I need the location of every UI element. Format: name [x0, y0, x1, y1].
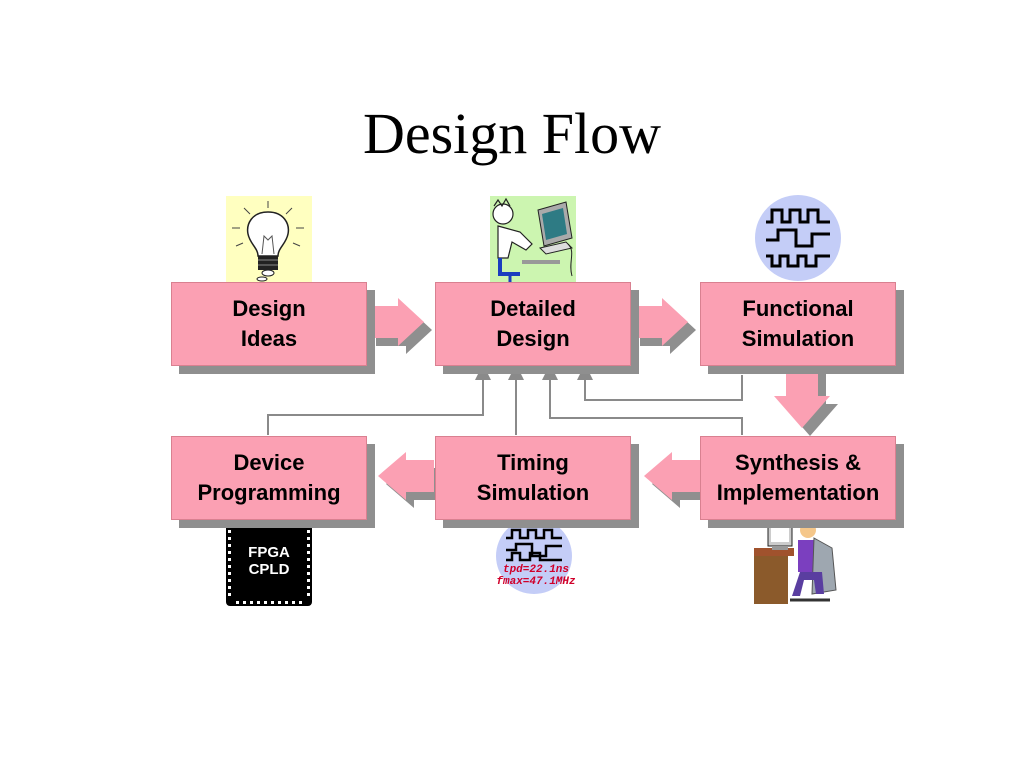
feedback-line-device [267, 364, 491, 435]
arrow-synthesis-to-timing [644, 452, 708, 508]
waveform-icon [755, 195, 841, 281]
box-label-line1: Timing [497, 450, 569, 475]
box-detailed-design: Detailed Design [435, 282, 631, 366]
box-synthesis-implementation: Synthesis & Implementation [700, 436, 896, 520]
timing-waveform-icon [496, 518, 572, 594]
arrow-functional-to-synthesis [774, 366, 838, 436]
box-label-line1: Device [233, 450, 305, 475]
box-label-line2: Programming [197, 480, 341, 505]
lightbulb-icon [226, 196, 312, 282]
chip-label: FPGA CPLD [228, 544, 310, 578]
box-label-line2: Implementation [716, 480, 880, 505]
slide-title: Design Flow [362, 101, 662, 166]
timing-values: tpd=22.1ns fmax=47.1MHz [494, 564, 578, 588]
box-label-line1: Design [232, 296, 306, 321]
box-timing-simulation: Timing Simulation [435, 436, 631, 520]
box-device-programming: Device Programming [171, 436, 367, 520]
chip-label-line1: FPGA [248, 544, 290, 561]
fmax-value: fmax=47.1MHz [496, 576, 576, 588]
arrow-ideas-to-detailed [368, 298, 432, 354]
engineer-at-computer-icon [490, 196, 576, 282]
box-label-line1: Synthesis & [735, 450, 861, 475]
box-label-line2: Design [496, 326, 570, 351]
box-label-line1: Functional [742, 296, 854, 321]
tpd-value: tpd=22.1ns [502, 564, 569, 576]
person-at-workstation-icon [754, 520, 840, 606]
feedback-line-synthesis [542, 364, 743, 435]
box-label-line2: Simulation [741, 326, 855, 351]
box-label-line2: Simulation [476, 480, 590, 505]
arrow-detailed-to-functional [632, 298, 696, 354]
arrow-timing-to-device [378, 452, 442, 508]
box-functional-simulation: Functional Simulation [700, 282, 896, 366]
box-design-ideas: Design Ideas [171, 282, 367, 366]
box-label-line2: Ideas [240, 326, 298, 351]
feedback-line-functional [577, 364, 743, 401]
chip-label-line2: CPLD [248, 561, 290, 578]
box-label-line1: Detailed [490, 296, 576, 321]
